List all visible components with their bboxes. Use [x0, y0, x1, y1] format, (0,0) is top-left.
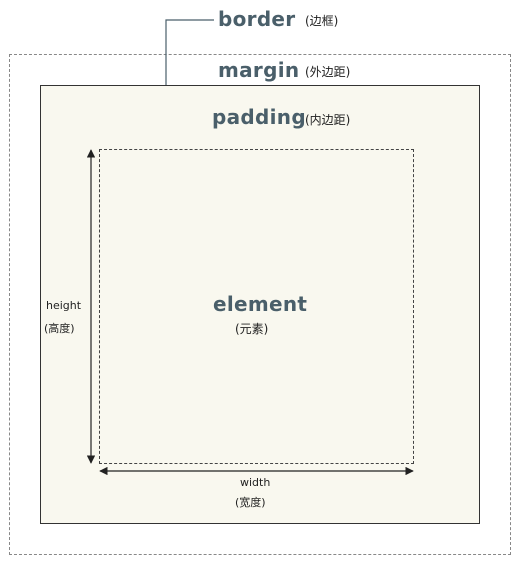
width-label: width [240, 476, 271, 489]
margin-label: margin [218, 58, 300, 82]
element-area [99, 149, 414, 464]
margin-area [9, 54, 511, 555]
border-area [40, 85, 480, 524]
padding-note: (内边距) [305, 113, 351, 127]
element-note: (元素) [235, 322, 269, 336]
margin-note: (外边距) [305, 65, 351, 79]
height-note: (高度) [44, 322, 75, 335]
border-label: border [218, 7, 296, 31]
element-label: element [213, 292, 308, 316]
border-note: (边框) [305, 14, 339, 28]
padding-label: padding [212, 105, 306, 129]
height-label: height [46, 299, 82, 312]
width-note: (宽度) [235, 496, 266, 509]
